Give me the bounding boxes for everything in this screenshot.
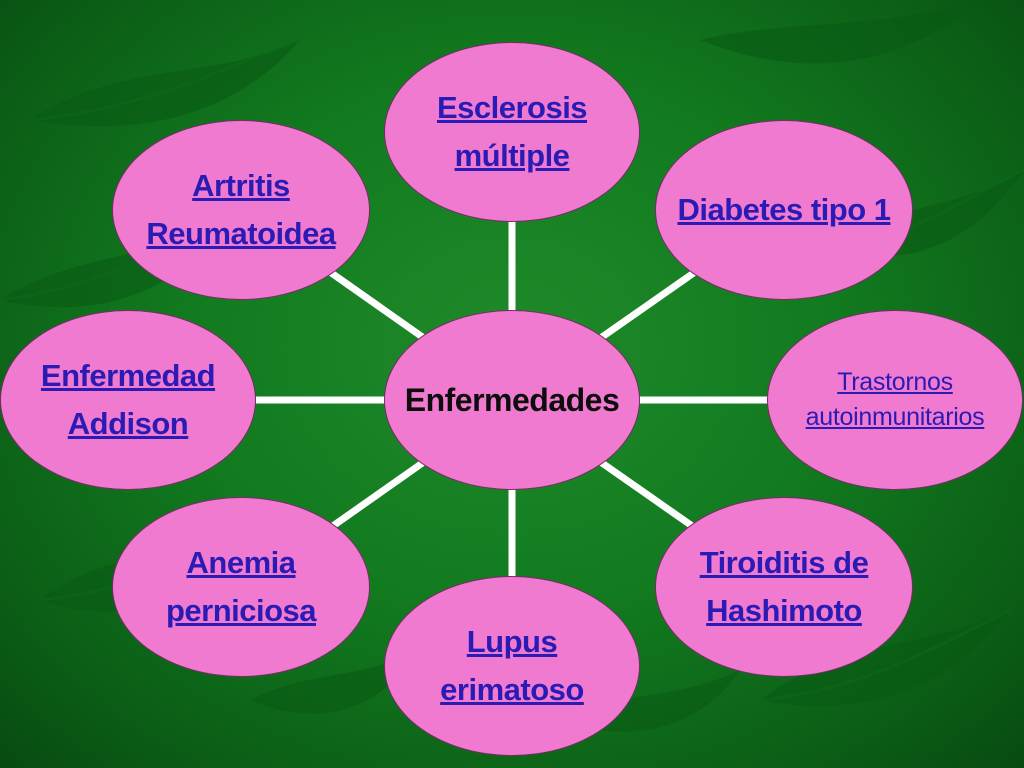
node-anemia-line-2[interactable]: perniciosa bbox=[165, 593, 317, 628]
node-tiroiditis-line-1[interactable]: Tiroiditis de bbox=[699, 544, 869, 580]
node-diabetes-line-1[interactable]: Diabetes tipo 1 bbox=[677, 191, 892, 227]
node-lupus[interactable]: Lupus erimatoso bbox=[384, 576, 640, 756]
node-addison-line-2[interactable]: Addison bbox=[67, 406, 189, 441]
node-trastornos-line-1[interactable]: Trastornos bbox=[837, 368, 953, 396]
node-esclerosis-line-2[interactable]: múltiple bbox=[454, 138, 570, 173]
node-artritis-line-1[interactable]: Artritis bbox=[192, 167, 290, 203]
node-artritis[interactable]: Artritis Reumatoidea bbox=[112, 120, 370, 300]
node-esclerosis[interactable]: Esclerosis múltiple bbox=[384, 42, 640, 222]
node-anemia-line-1[interactable]: Anemia bbox=[186, 544, 296, 580]
node-center: Enfermedades bbox=[384, 310, 640, 490]
node-trastornos-line-2[interactable]: autoinmunitarios bbox=[805, 403, 985, 431]
node-tiroiditis-line-2[interactable]: Hashimoto bbox=[706, 593, 862, 628]
node-tiroiditis[interactable]: Tiroiditis de Hashimoto bbox=[655, 497, 913, 677]
node-artritis-line-2[interactable]: Reumatoidea bbox=[146, 216, 336, 251]
node-lupus-line-1[interactable]: Lupus bbox=[466, 623, 558, 659]
node-trastornos[interactable]: Trastornos autoinmunitarios bbox=[767, 310, 1023, 490]
node-anemia[interactable]: Anemia perniciosa bbox=[112, 497, 370, 677]
center-label: Enfermedades bbox=[404, 381, 620, 418]
node-diabetes[interactable]: Diabetes tipo 1 bbox=[655, 120, 913, 300]
node-lupus-line-2[interactable]: erimatoso bbox=[440, 672, 584, 707]
node-addison[interactable]: Enfermedad Addison bbox=[0, 310, 256, 490]
node-addison-line-1[interactable]: Enfermedad bbox=[40, 357, 216, 393]
node-esclerosis-line-1[interactable]: Esclerosis bbox=[436, 89, 588, 125]
